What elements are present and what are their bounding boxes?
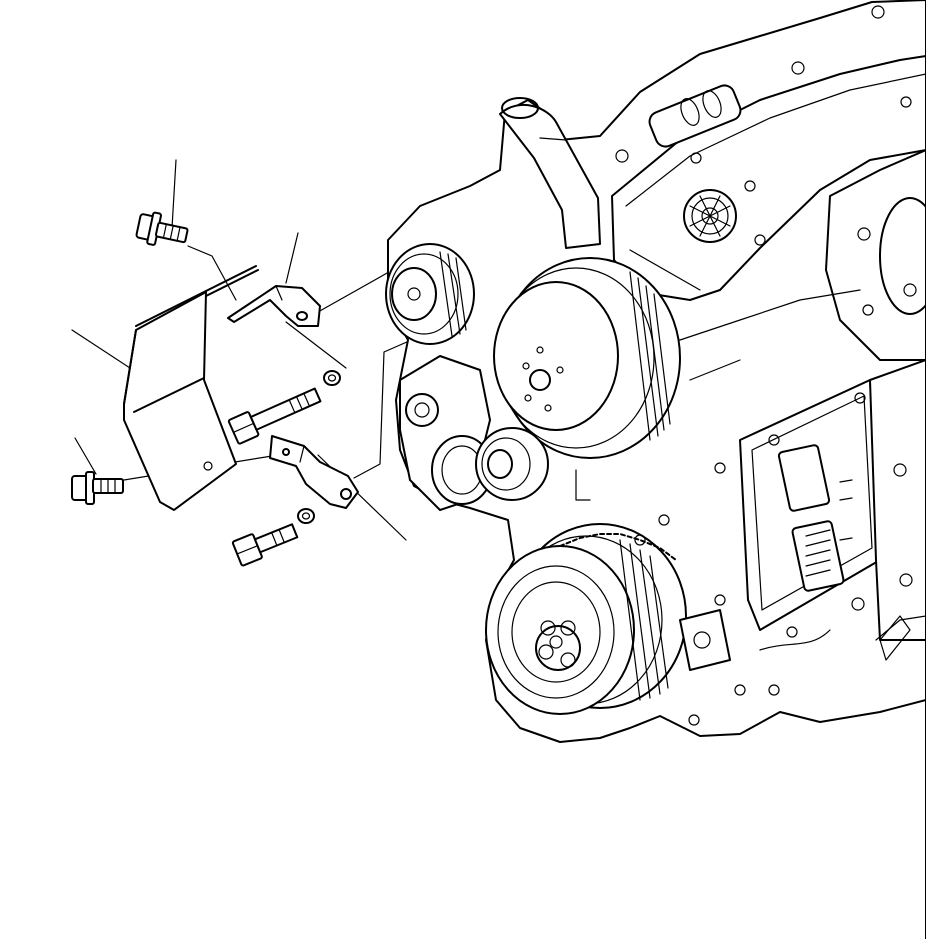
block-right [869,359,926,641]
idler-pulley [475,427,549,501]
engine-assembly [385,0,926,939]
rear-housing [825,149,926,361]
intake-pipe [499,97,601,249]
cover-top-lip [135,265,257,327]
center-line-upper-washer [285,321,347,369]
leader-line-upper-bolt [171,159,177,229]
crankshaft-damper [485,523,687,715]
upper-washer [323,370,341,386]
alternator-pulley [385,243,475,345]
leader-line-lower-bolt [74,437,97,475]
upper-flange-bolt [135,211,189,246]
upper-bracket [227,285,321,327]
lower-bracket [269,435,359,509]
valve-cover [611,5,926,301]
fan-pulley [493,257,681,459]
leader-line-upper-bracket [285,232,299,284]
lower-hex-bolt [231,523,299,567]
lower-flange-bolt [71,471,124,505]
center-line-lower-bracket-to-engine [353,337,417,479]
center-line-upper-bracket-to-engine [317,267,397,313]
lower-washer [297,508,315,524]
leader-line-cover [71,329,131,369]
control-module [739,379,881,638]
belt-guard-cover [123,265,259,511]
front-cover [575,289,911,726]
upper-hex-bolt [227,387,322,445]
